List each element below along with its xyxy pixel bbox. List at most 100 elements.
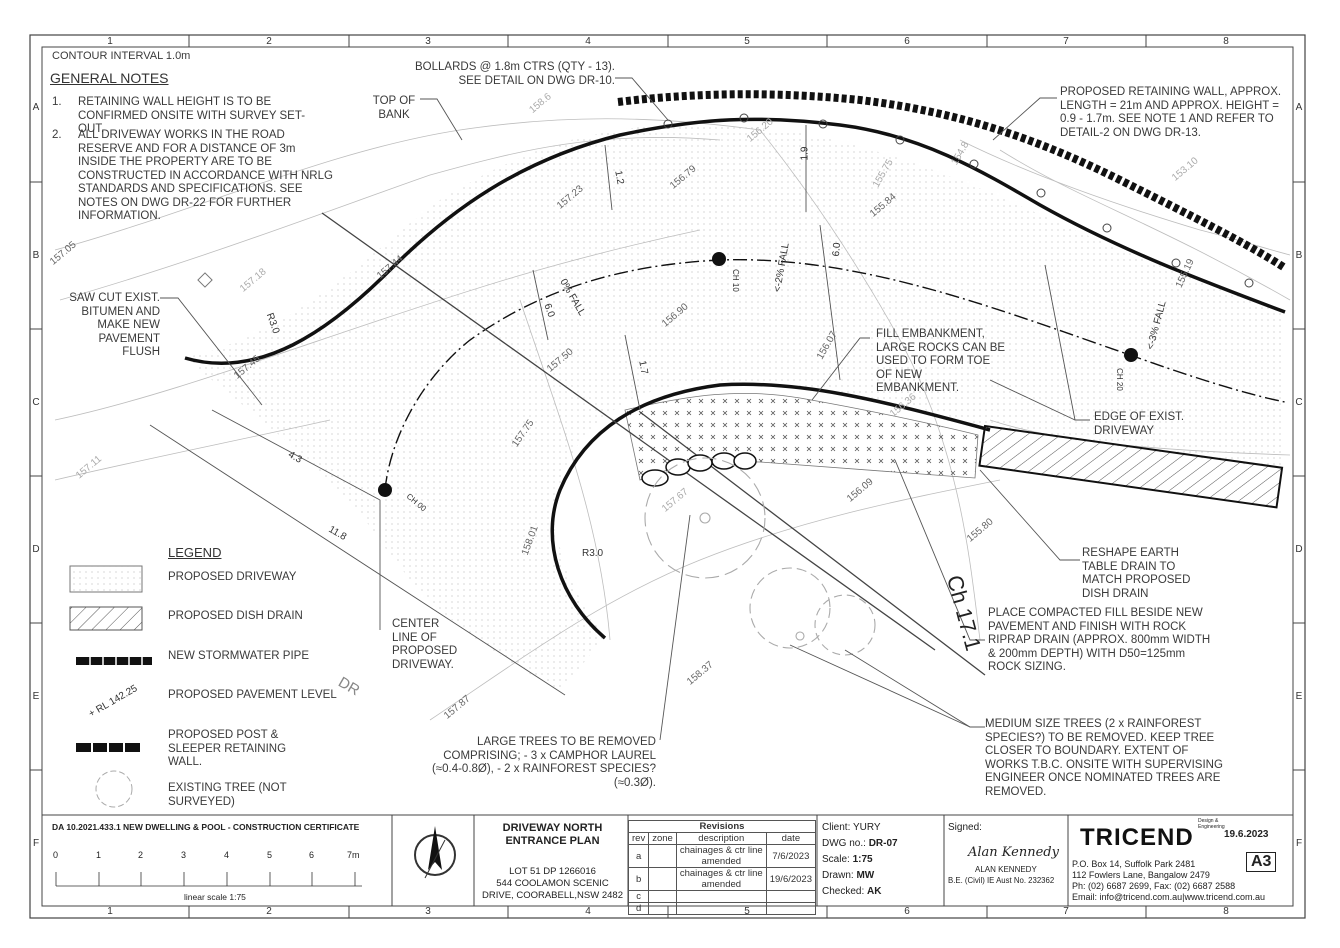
scale-tick-6: 6 [309,850,315,860]
large-trees-callout: LARGE TREES TO BE REMOVED COMPRISING; - … [431,736,656,789]
scale-tick-7: 7m [347,850,360,860]
retaining-wall-callout: PROPOSED RETAINING WALL, APPROX. LENGTH … [1060,86,1282,139]
proposed-driveway-area [185,124,1285,691]
grid-row-e-right: E [1295,691,1303,702]
rocks [641,452,757,487]
legend-retaining-wall-label: PROPOSED POST & SLEEPER RETAINING WALL. [168,729,287,768]
issue-date: 19.6.2023 [1224,829,1269,840]
saw-cut-callout: SAW CUT EXIST. BITUMEN AND MAKE NEW PAVE… [69,292,160,358]
engineer-qualifications: B.E. (Civil) IE Aust No. 232362 [948,876,1055,885]
scale-tick-5: 5 [267,850,273,860]
contact-line-1: P.O. Box 14, Suffolk Park 2481 [1072,859,1196,869]
scale-value: 1:75 [852,854,873,865]
north-arrow-icon [414,826,456,879]
grid-row-f: F [32,838,40,849]
bollards-callout: BOLLARDS @ 1.8m CTRS (QTY - 13). SEE DET… [415,61,615,87]
note-1-num: 1. [52,96,62,108]
driveway-edge-south [550,382,991,640]
sheet-size: A3 [1246,852,1277,872]
engineer-name: ALAN KENNEDY [975,865,1037,874]
rev-c: c [627,890,650,903]
signature: Alan Kennedy [968,845,1059,860]
grid-col-1: 1 [107,36,113,47]
lot-description: LOT 51 DP 1266016 [509,866,596,877]
contact-line-4: Email: info@tricend.com.au|www.tricend.c… [1072,892,1266,902]
rev-a: a [627,844,650,868]
grid-col-3: 3 [425,36,431,47]
checked-value: AK [867,886,882,897]
zone-a [648,844,677,868]
signed-label: Signed: [948,822,982,833]
scale-label: Scale: [822,854,850,865]
dim-6-0-b: 6.0 [830,242,844,257]
center-line-callout: CENTER LINE OF PROPOSED DRIVEWAY. [392,618,458,671]
dwg-value: DR-07 [868,838,898,849]
stormwater-pipe-swatch [76,657,152,665]
zone-c [648,890,677,903]
grid-col-4-bottom: 4 [585,906,591,917]
rev-d: d [627,902,650,915]
description-b: chainages & ctr line amended [675,867,767,891]
leaders [160,77,1090,741]
note-2-text: ALL DRIVEWAY WORKS IN THE ROAD RESERVE A… [78,129,333,222]
contour-interval: CONTOUR INTERVAL 1.0m [52,50,191,62]
checked-label: Checked: [822,886,865,897]
driveway-swatch [69,565,143,593]
ch00-point [378,483,392,497]
scale-tick-0: 0 [53,850,59,860]
rev-col-header: rev [627,832,650,845]
centre-line [384,258,1286,491]
client-value: YURY [852,822,881,833]
description-c [675,890,767,903]
dim-1-7: 1.7 [636,359,650,376]
description-col-header: description [675,832,767,845]
description-a: chainages & ctr line amended [675,844,767,868]
tree-swatch [95,770,133,808]
ch20-label: CH 20 [1114,368,1124,391]
legend-title: LEGEND [168,545,222,560]
edge-existing-callout: EDGE OF EXIST. DRIVEWAY [1094,411,1185,437]
client-label: Client: [822,822,851,833]
revisions-table: Revisions rev zone description date a ch… [627,820,817,915]
address-line-2: DRIVE, COORABELL,NSW 2482 [482,890,623,901]
dim-1-2: 1.2 [612,169,626,186]
r30-south-label: R3.0 [582,548,604,559]
grid-row-a-right: A [1295,102,1303,113]
date-a: 7/6/2023 [765,844,817,868]
grid-col-3-bottom: 3 [425,906,431,917]
contact-line-2: 112 Fowlers Lane, Bangalow 2479 [1072,870,1210,880]
address-line-1: 544 COOLAMON SCENIC [496,878,609,889]
scale-tick-1: 1 [96,850,102,860]
fill-embankment-callout: FILL EMBANKMENT, LARGE ROCKS CAN BE USED… [876,328,1006,394]
drawn-value: MW [856,870,875,881]
grid-col-6-bottom: 6 [904,906,910,917]
scale-tick-2: 2 [138,850,144,860]
zone-col-header: zone [648,832,677,845]
retaining-wall-line [617,90,1288,272]
grid-col-2-bottom: 2 [266,906,272,917]
date-c [765,890,817,903]
legend-stormwater-label: NEW STORMWATER PIPE [168,650,309,662]
ch10-point [712,252,726,266]
compacted-fill-callout: PLACE COMPACTED FILL BESIDE NEW PAVEMENT… [988,607,1211,673]
contact-line-3: Ph: (02) 6687 2699, Fax: (02) 6687 2588 [1072,881,1236,891]
grid-col-7: 7 [1063,36,1069,47]
grid-col-1-bottom: 1 [107,906,113,917]
grid-row-b: B [32,250,40,261]
grid-col-5: 5 [744,36,750,47]
date-d [765,902,817,915]
grid-row-e: E [32,691,40,702]
grid-col-2: 2 [266,36,272,47]
driveway-edge-north [184,117,1286,365]
legend-tree-label: EXISTING TREE (NOT SURVEYED) [168,782,287,808]
ch20-point [1124,348,1138,362]
grid-row-b-right: B [1295,250,1303,261]
ch10-label: CH 10 [730,269,740,292]
grid-row-c-right: C [1295,397,1303,408]
dish-drain [978,424,1284,509]
grid-col-6: 6 [904,36,910,47]
note-1-text: RETAINING WALL HEIGHT IS TO BE CONFIRMED… [78,96,306,135]
da-reference: DA 10.2021.433.1 NEW DWELLING & POOL - C… [52,822,360,832]
company-logo: TRICEND [1080,824,1194,851]
zone-d [648,902,677,915]
